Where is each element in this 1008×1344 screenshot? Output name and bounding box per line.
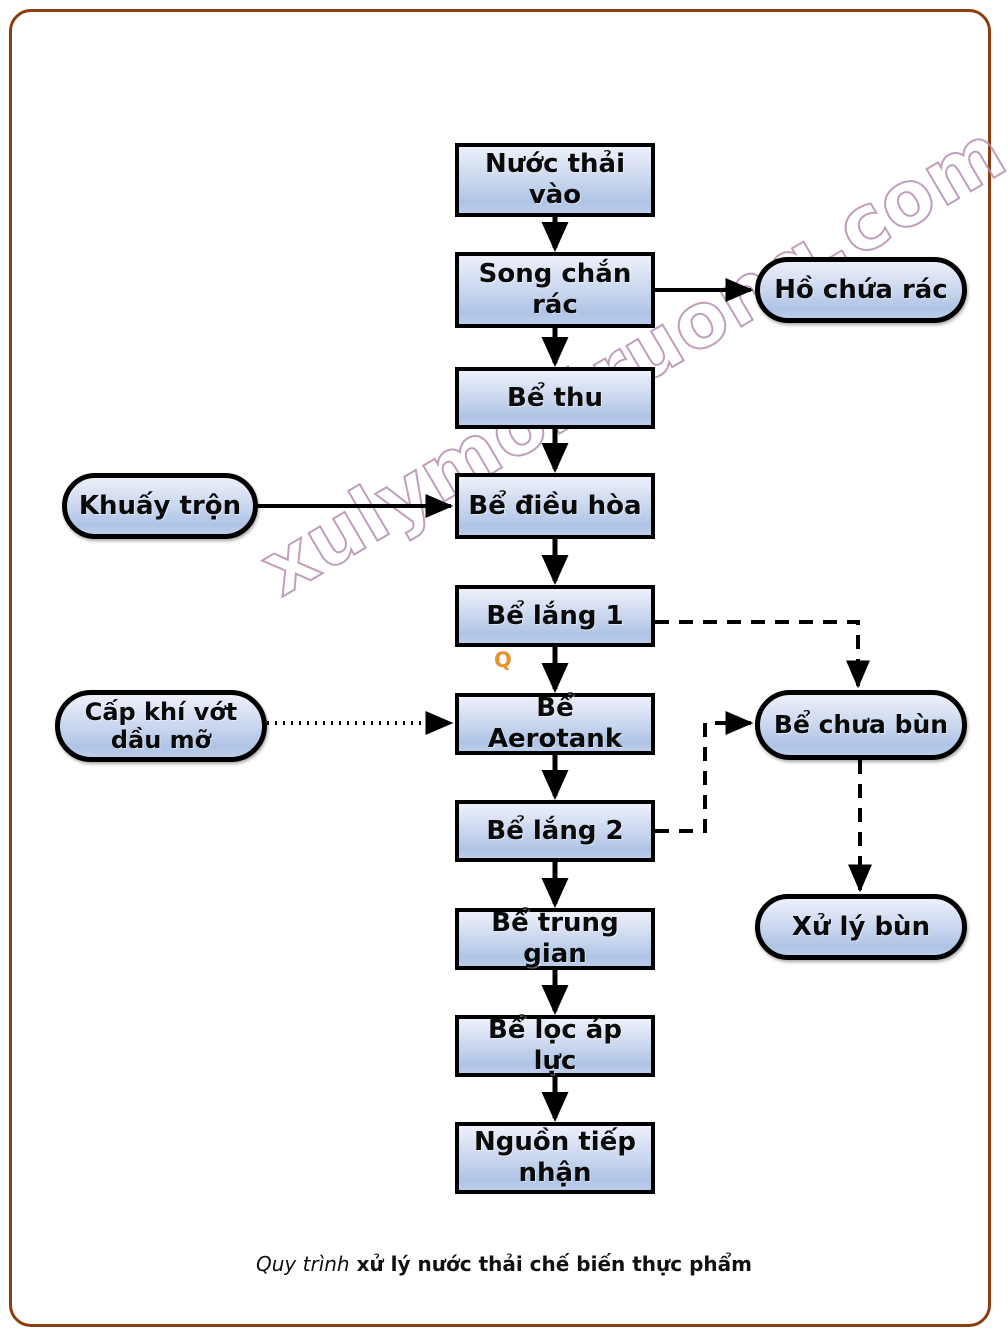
- node-label: Song chắn rác: [478, 259, 632, 320]
- node-label: Xử lý bùn: [791, 911, 931, 942]
- node-label: Bể thu: [507, 382, 603, 413]
- node-label: Bể trung gian: [491, 908, 619, 969]
- node-nuoc-thai-vao[interactable]: Nước thải vào: [455, 143, 655, 217]
- node-be-aerotank[interactable]: Bể Aerotank: [455, 693, 655, 755]
- node-label: Nguồn tiếp nhận: [474, 1127, 636, 1188]
- node-be-lang-2[interactable]: Bể lắng 2: [455, 800, 655, 862]
- node-cap-khi-vot-dau-mo[interactable]: Cấp khí vớt dầu mỡ: [55, 690, 267, 762]
- node-label: Bể lắng 1: [486, 600, 624, 631]
- node-khuay-tron[interactable]: Khuấy trộn: [62, 473, 258, 539]
- edge-belang1-to-bechuabun: [655, 620, 871, 689]
- node-label: Nước thải vào: [485, 149, 625, 210]
- node-be-chua-bun[interactable]: Bể chưa bùn: [755, 690, 967, 760]
- node-be-lang-1[interactable]: Bể lắng 1: [455, 585, 655, 647]
- node-be-thu[interactable]: Bể thu: [455, 367, 655, 429]
- node-be-loc-ap-luc[interactable]: Bể lọc áp lực: [455, 1015, 655, 1077]
- flow-rate-label-q: Q: [494, 648, 512, 672]
- node-label: Bể điều hòa: [468, 490, 642, 521]
- caption-bold: xử lý nước thải chế biến thực phẩm: [349, 1252, 752, 1276]
- node-label: Bể chưa bùn: [773, 710, 949, 740]
- caption-italic: Quy trình: [256, 1252, 350, 1276]
- node-label: Bể lắng 2: [486, 815, 624, 846]
- node-xu-ly-bun[interactable]: Xử lý bùn: [755, 894, 967, 960]
- node-song-chan-rac[interactable]: Song chắn rác: [455, 252, 655, 328]
- node-be-trung-gian[interactable]: Bể trung gian: [455, 908, 655, 970]
- edge-belang2-to-bechuabun: [655, 710, 754, 833]
- node-label: Cấp khí vớt dầu mỡ: [84, 697, 238, 754]
- node-label: Bể lọc áp lực: [488, 1015, 622, 1076]
- node-label: Hồ chứa rác: [774, 274, 948, 305]
- node-ho-chua-rac[interactable]: Hồ chứa rác: [755, 257, 967, 323]
- node-label: Khuấy trộn: [78, 490, 242, 521]
- node-label: Bể Aerotank: [487, 693, 623, 754]
- node-nguon-tiep-nhan[interactable]: Nguồn tiếp nhận: [455, 1122, 655, 1194]
- figure-caption: Quy trình xử lý nước thải chế biến thực …: [0, 1252, 1008, 1276]
- node-be-dieu-hoa[interactable]: Bể điều hòa: [455, 473, 655, 539]
